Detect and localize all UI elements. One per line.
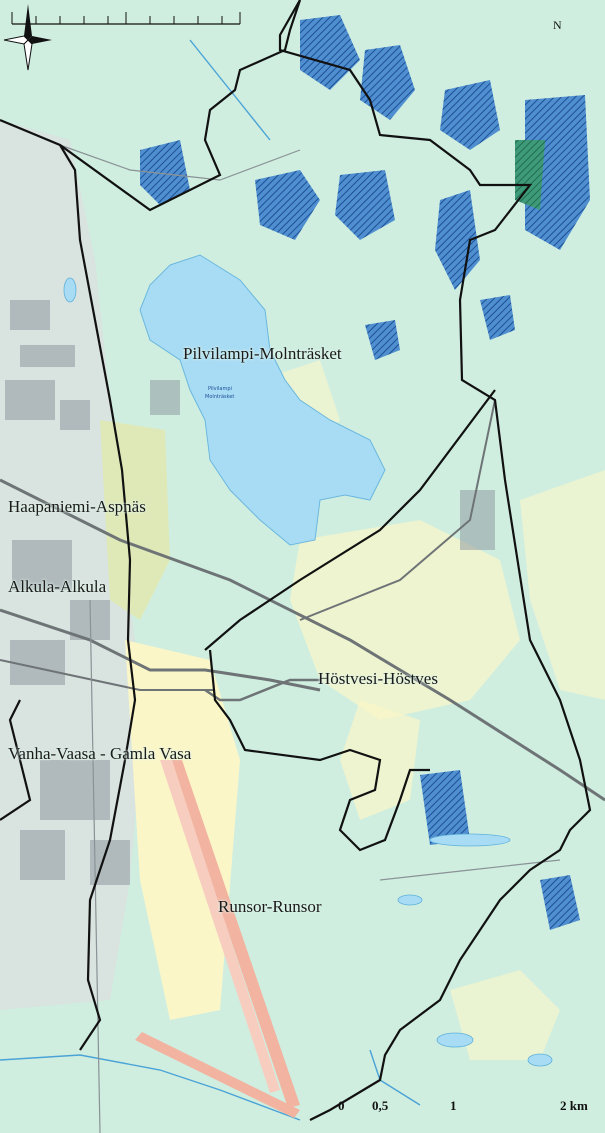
place-label-pilvilampi[interactable]: Pilvilampi-Molnträsket xyxy=(183,344,342,363)
lake-label-sv: Molnträsket xyxy=(205,394,234,400)
scale-label-1: 1 xyxy=(450,1098,457,1113)
field-area xyxy=(290,520,520,720)
north-arrow-icon xyxy=(3,4,52,71)
lake-pilvilampi xyxy=(139,254,386,546)
place-label-hostvesi[interactable]: Höstvesi-Höstves xyxy=(318,669,438,688)
place-label-haapaniemi[interactable]: Haapaniemi-Aspnäs xyxy=(8,497,146,516)
ponds xyxy=(63,277,553,1067)
lake-label-fi: Pilvilampi xyxy=(208,386,232,392)
scale-label-2km: 2 km xyxy=(560,1098,588,1113)
scale-label-0-5: 0,5 xyxy=(372,1098,389,1113)
scale-label-0: 0 xyxy=(338,1098,345,1113)
district-borders xyxy=(0,0,592,1121)
scale-bar xyxy=(11,12,241,25)
field-area xyxy=(520,470,605,700)
place-label-runsor[interactable]: Runsor-Runsor xyxy=(218,897,322,916)
lake-small-labels: Pilvilampi Molnträsket xyxy=(205,386,234,400)
field-area xyxy=(450,970,560,1060)
field-area xyxy=(125,640,240,1020)
north-label: N xyxy=(553,18,562,32)
built-up-blocks xyxy=(5,300,495,885)
field-area xyxy=(100,420,170,620)
marsh-areas xyxy=(140,15,590,930)
roads xyxy=(0,144,605,1133)
place-label-alkula[interactable]: Alkula-Alkula xyxy=(8,577,107,596)
airport-runway xyxy=(135,760,300,1118)
place-label-vanhavaasa[interactable]: Vanha-Vaasa - Gamla Vasa xyxy=(8,744,192,763)
